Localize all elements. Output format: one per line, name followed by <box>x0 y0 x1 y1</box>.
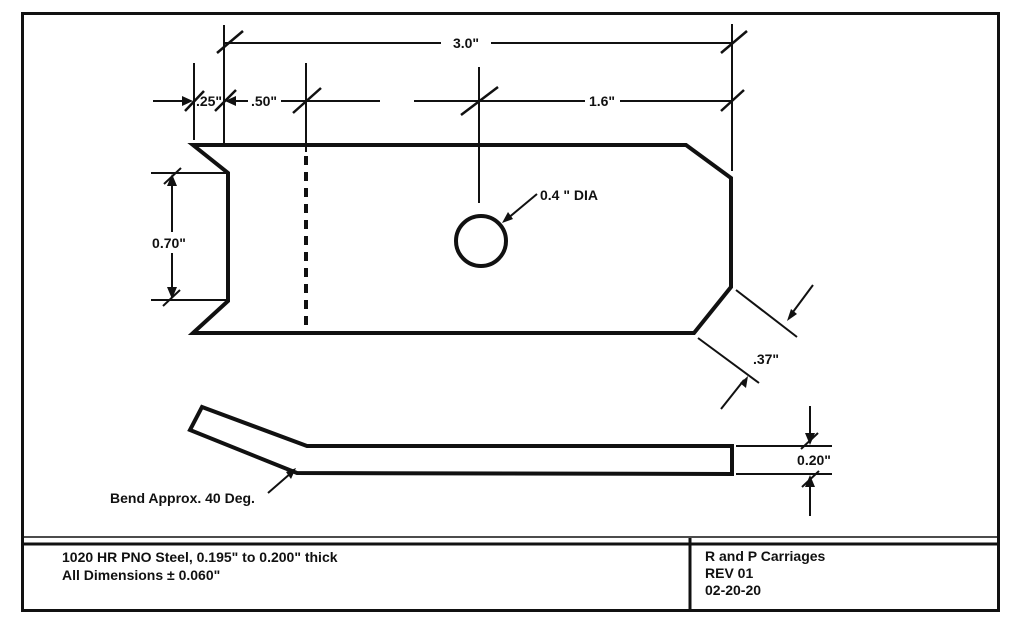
arrowhead <box>167 174 177 186</box>
tick <box>800 432 819 450</box>
arrowhead <box>182 96 193 106</box>
tick <box>460 86 499 116</box>
hole <box>454 214 508 268</box>
tick <box>216 30 244 54</box>
dim-label-corner-chamfer: .37" <box>753 351 779 367</box>
dim-label-overall-width: 3.0" <box>453 35 479 51</box>
hole-callout: 0.4 " DIA <box>502 187 598 223</box>
arrowhead <box>805 433 815 445</box>
tick <box>292 87 322 114</box>
hole-callout-label: 0.4 " DIA <box>540 187 598 203</box>
material-spec-line1: 1020 HR PNO Steel, 0.195" to 0.200" thic… <box>62 549 338 565</box>
dim-label-hole-from-right: 1.6" <box>589 93 615 109</box>
sheet-frame <box>21 12 1000 612</box>
tick <box>184 90 205 112</box>
tick <box>214 89 237 112</box>
tick <box>720 30 748 54</box>
bend-note: Bend Approx. 40 Deg. <box>110 468 296 506</box>
dim-label-thickness: 0.20" <box>797 452 831 468</box>
arrowhead <box>502 212 513 223</box>
frame-border <box>21 12 1000 612</box>
dim-overall-width: 3.0" <box>216 30 748 54</box>
dim-label-left-height: 0.70" <box>152 235 186 251</box>
dim-label-end-offset: .25" <box>196 93 222 109</box>
arrowhead <box>805 475 815 487</box>
material-spec-line2: All Dimensions ± 0.060" <box>62 567 220 583</box>
dim-thickness: 0.20" <box>736 406 832 516</box>
arrowhead <box>167 287 177 299</box>
revision-label: REV 01 <box>705 565 753 581</box>
date-label: 02-20-20 <box>705 582 761 598</box>
tick <box>162 289 181 307</box>
arrowhead <box>286 468 296 479</box>
top-view <box>187 143 733 335</box>
tick <box>720 89 745 112</box>
tick <box>801 470 820 488</box>
dim-row-offsets: .25" .50" 1.6" <box>153 86 745 116</box>
dim-left-height: 0.70" <box>151 167 227 307</box>
tick <box>163 167 182 185</box>
company-name: R and P Carriages <box>705 548 826 564</box>
extension-lines <box>193 24 733 203</box>
bend-note-label: Bend Approx. 40 Deg. <box>110 490 255 506</box>
arrowhead <box>787 309 797 321</box>
arrowhead <box>225 96 236 106</box>
dim-label-bend-offset: .50" <box>251 93 277 109</box>
side-view <box>187 404 734 477</box>
dim-corner-chamfer: .37" <box>697 284 814 410</box>
arrowhead <box>740 376 748 388</box>
title-block: 1020 HR PNO Steel, 0.195" to 0.200" thic… <box>62 548 826 598</box>
part-outline-side-view <box>187 404 734 477</box>
